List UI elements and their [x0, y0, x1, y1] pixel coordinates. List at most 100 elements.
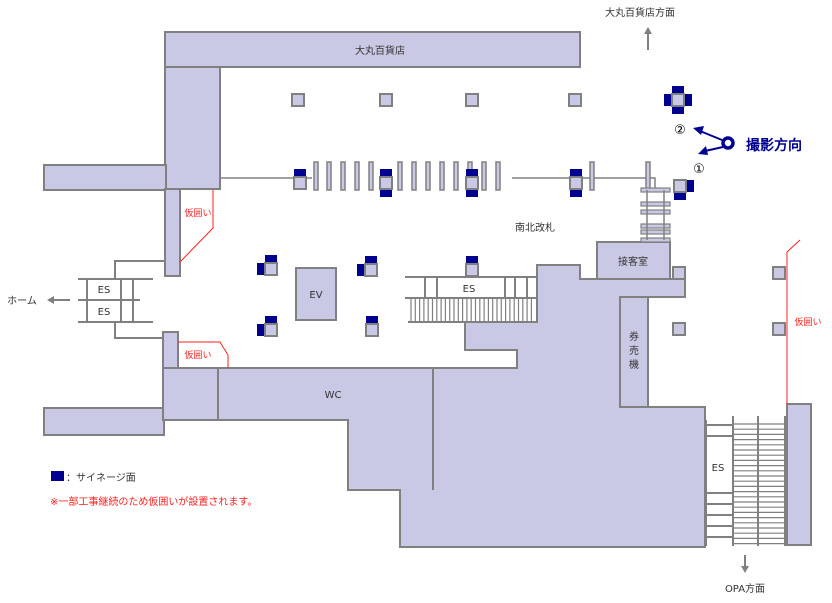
home-direction-label: ホーム — [7, 295, 37, 307]
signage-face — [466, 189, 478, 197]
pillar — [568, 93, 582, 107]
daimaru-label: 大丸百貨店 — [355, 44, 405, 57]
signage-legend-icon — [51, 471, 64, 481]
pillar — [293, 176, 307, 190]
stair-rail — [640, 187, 671, 193]
signage-face — [570, 169, 582, 177]
signage-face — [257, 263, 265, 275]
pillar — [672, 266, 686, 280]
signage-face — [380, 189, 392, 197]
point-1-label: ① — [693, 162, 705, 177]
pillars — [257, 86, 786, 337]
temp-fence-line — [179, 190, 214, 263]
es-label: ES — [98, 285, 111, 296]
arrow-left-icon — [47, 296, 70, 304]
signage-face — [672, 86, 684, 94]
daimaru-block — [164, 31, 581, 68]
elevator[interactable] — [295, 267, 337, 321]
escalator-right — [705, 416, 786, 546]
pillar — [264, 262, 278, 276]
ticket-gate[interactable] — [453, 161, 459, 191]
signage-face — [365, 256, 377, 264]
legend-note: ※一部工事継続のため仮囲いが設置されます。 — [50, 495, 257, 508]
ticket-gate[interactable] — [495, 161, 501, 191]
signage-face — [366, 316, 378, 324]
escalator-center — [405, 276, 537, 323]
wall-block — [43, 164, 167, 191]
camera-position-icon — [693, 126, 735, 155]
signage-face — [684, 94, 692, 106]
opa-direction-label: OPA方面 — [725, 582, 765, 595]
pillar — [672, 322, 686, 336]
ticket-gates[interactable] — [313, 161, 651, 191]
pillar — [364, 263, 378, 277]
signage-face — [672, 106, 684, 114]
signage-face — [570, 189, 582, 197]
wc-label: WC — [325, 390, 342, 401]
pillar — [291, 93, 305, 107]
wall-block — [164, 66, 221, 190]
ticket-gate[interactable] — [481, 161, 487, 191]
reception-room — [596, 241, 671, 280]
ticket-gate[interactable] — [439, 161, 445, 191]
pillar-wall — [164, 188, 181, 277]
pillar — [365, 323, 379, 337]
pillar — [671, 93, 685, 107]
ticket-machine-label: 機 — [629, 358, 639, 371]
signage-face — [380, 169, 392, 177]
escalator-left — [78, 260, 165, 339]
pillar — [772, 266, 786, 280]
pillar — [569, 176, 583, 190]
ticket-gate[interactable] — [354, 161, 360, 191]
es-label: ES — [712, 463, 725, 474]
ticket-gate[interactable] — [313, 161, 319, 191]
signage-face — [686, 180, 694, 192]
pillar — [465, 93, 479, 107]
ticket-gate[interactable] — [589, 161, 595, 191]
ticket-gate[interactable] — [411, 161, 417, 191]
gate-label: 南北改札 — [515, 221, 555, 234]
wall-block — [786, 403, 812, 546]
temp-fence-label: 仮囲い — [184, 207, 211, 219]
pillar — [465, 263, 479, 277]
point-2-label: ② — [674, 123, 686, 138]
daimaru-direction-label: 大丸百貨店方面 — [605, 6, 675, 19]
wall-block — [43, 407, 165, 436]
ticket-gate[interactable] — [397, 161, 403, 191]
arrow-down-icon — [741, 555, 749, 573]
shoot-direction-label: 撮影方向 — [746, 137, 802, 154]
pillar — [772, 322, 786, 336]
signage-face — [265, 255, 277, 263]
ticket-gate[interactable] — [340, 161, 346, 191]
pillar — [264, 323, 278, 337]
ticket-gate[interactable] — [645, 161, 651, 191]
pillar-wall — [162, 331, 179, 369]
stair-rail — [640, 209, 671, 215]
ev-label: EV — [309, 290, 322, 301]
signage-face — [357, 264, 365, 276]
reception-label: 接客室 — [618, 255, 648, 268]
ticket-gate[interactable] — [326, 161, 332, 191]
pillar — [379, 93, 393, 107]
pillar — [465, 176, 479, 190]
stair-rail — [640, 237, 671, 243]
ticket-gate[interactable] — [368, 161, 374, 191]
stair-rails — [640, 187, 671, 243]
ticket-machine — [619, 296, 649, 408]
legend-signage-label: ：サイネージ面 — [66, 472, 136, 484]
signage-face — [257, 324, 265, 336]
signage-face — [466, 256, 478, 264]
stair-rail — [640, 201, 671, 207]
signage-face — [674, 192, 686, 200]
temp-fence-label: 仮囲い — [794, 316, 821, 328]
ticket-machine-label: 券 — [629, 330, 639, 343]
stair-rail — [640, 223, 671, 229]
es-label: ES — [463, 284, 476, 295]
pillar — [673, 179, 687, 193]
temp-fence-label: 仮囲い — [184, 349, 211, 361]
ticket-gate[interactable] — [425, 161, 431, 191]
arrow-up-icon — [644, 27, 652, 50]
signage-face — [265, 316, 277, 324]
pillar — [379, 176, 393, 190]
